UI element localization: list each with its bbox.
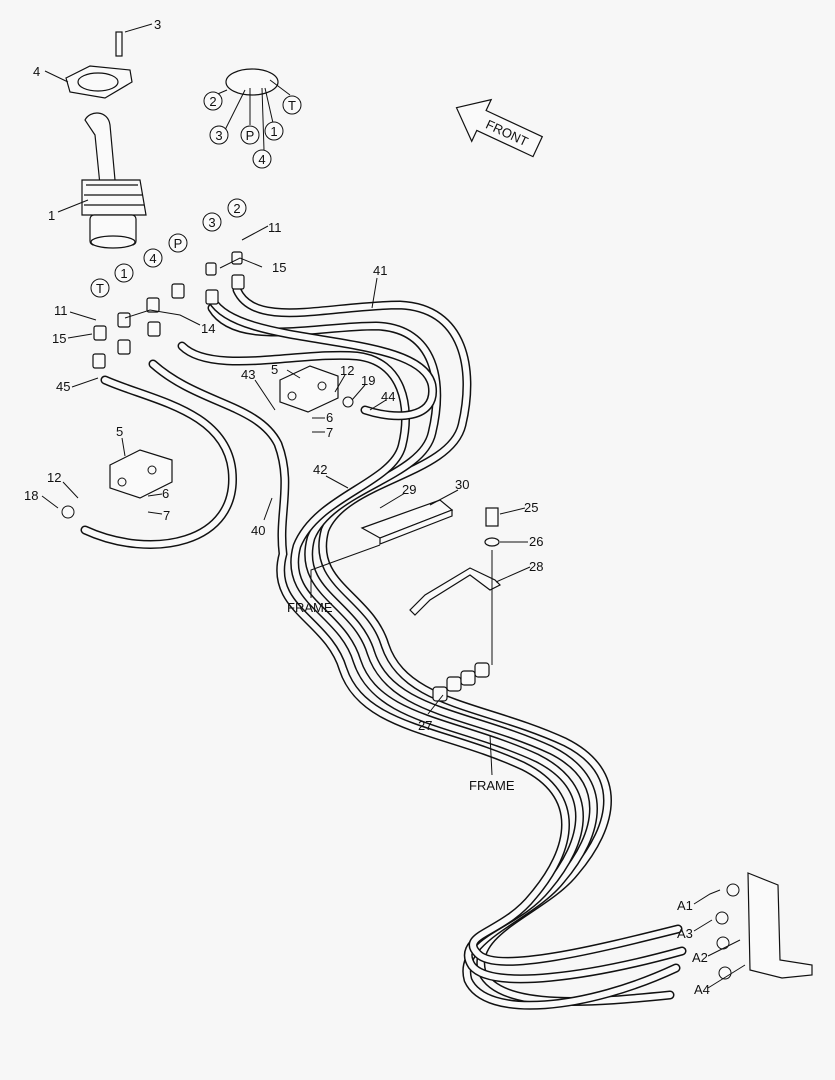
callout: 15 — [272, 260, 286, 275]
port-label: 4 — [258, 152, 265, 167]
callout-labels: 3 4 1 11 15 11 15 14 45 41 43 5 12 19 44… — [24, 17, 710, 997]
front-arrow: FRONT — [455, 98, 544, 158]
callout: 42 — [313, 462, 327, 477]
port-label: T — [288, 98, 296, 113]
callout: 7 — [163, 508, 170, 523]
fittings — [61, 251, 354, 519]
callout: 19 — [361, 373, 375, 388]
port-layout-labels: 2 3 P 1 T 4 3 2 P 4 1 T — [96, 94, 296, 296]
port-label: P — [246, 128, 255, 143]
bolt-25 — [484, 507, 500, 547]
callout: 25 — [524, 500, 538, 515]
port-a4-label: A4 — [694, 982, 710, 997]
port-a1-label: A1 — [677, 898, 693, 913]
callout: 45 — [56, 379, 70, 394]
callout: 7 — [326, 425, 333, 440]
callout: 4 — [149, 251, 156, 266]
callout: 40 — [251, 523, 265, 538]
callout: T — [96, 281, 104, 296]
callout: P — [174, 236, 183, 251]
port-circles — [90, 91, 302, 298]
callout: 4 — [33, 64, 40, 79]
callout: 44 — [381, 389, 395, 404]
valve-block-lower — [109, 449, 173, 499]
callout: 2 — [233, 201, 240, 216]
frame-label: FRAME — [287, 600, 333, 615]
port-label: 1 — [270, 124, 277, 139]
callout: 5 — [271, 362, 278, 377]
callout: 41 — [373, 263, 387, 278]
frame-label: FRAME — [469, 778, 515, 793]
hose-bundle — [80, 285, 687, 1010]
callout: 30 — [455, 477, 469, 492]
port-label: 3 — [215, 128, 222, 143]
mounting-bracket-a — [715, 872, 813, 980]
bracket-28 — [409, 567, 502, 616]
valve-block-upper — [279, 365, 339, 413]
callout: 12 — [340, 363, 354, 378]
callout: 1 — [48, 208, 55, 223]
port-layout-diagram — [212, 68, 291, 151]
callout: 3 — [154, 17, 161, 32]
gasket-plate — [65, 31, 133, 99]
callout: 29 — [402, 482, 416, 497]
callout: 27 — [418, 718, 432, 733]
callout: 6 — [162, 486, 169, 501]
port-label: 2 — [209, 94, 216, 109]
leader-lines — [41, 23, 746, 989]
callout: 15 — [52, 331, 66, 346]
callout: 6 — [326, 410, 333, 425]
clamps-27 — [432, 662, 490, 702]
callout: 1 — [120, 266, 127, 281]
callout: 11 — [268, 220, 282, 235]
callout: 18 — [24, 488, 38, 503]
callout: 26 — [529, 534, 543, 549]
port-a3-label: A3 — [677, 926, 693, 941]
port-a2-label: A2 — [692, 950, 708, 965]
callout: 12 — [47, 470, 61, 485]
bracket-30 — [360, 499, 454, 545]
callout: 43 — [241, 367, 255, 382]
callout: 5 — [116, 424, 123, 439]
callout: 28 — [529, 559, 543, 574]
joystick-lever — [81, 112, 147, 249]
callout: 3 — [208, 215, 215, 230]
callout: 11 — [54, 303, 68, 318]
callout: 14 — [201, 321, 215, 336]
